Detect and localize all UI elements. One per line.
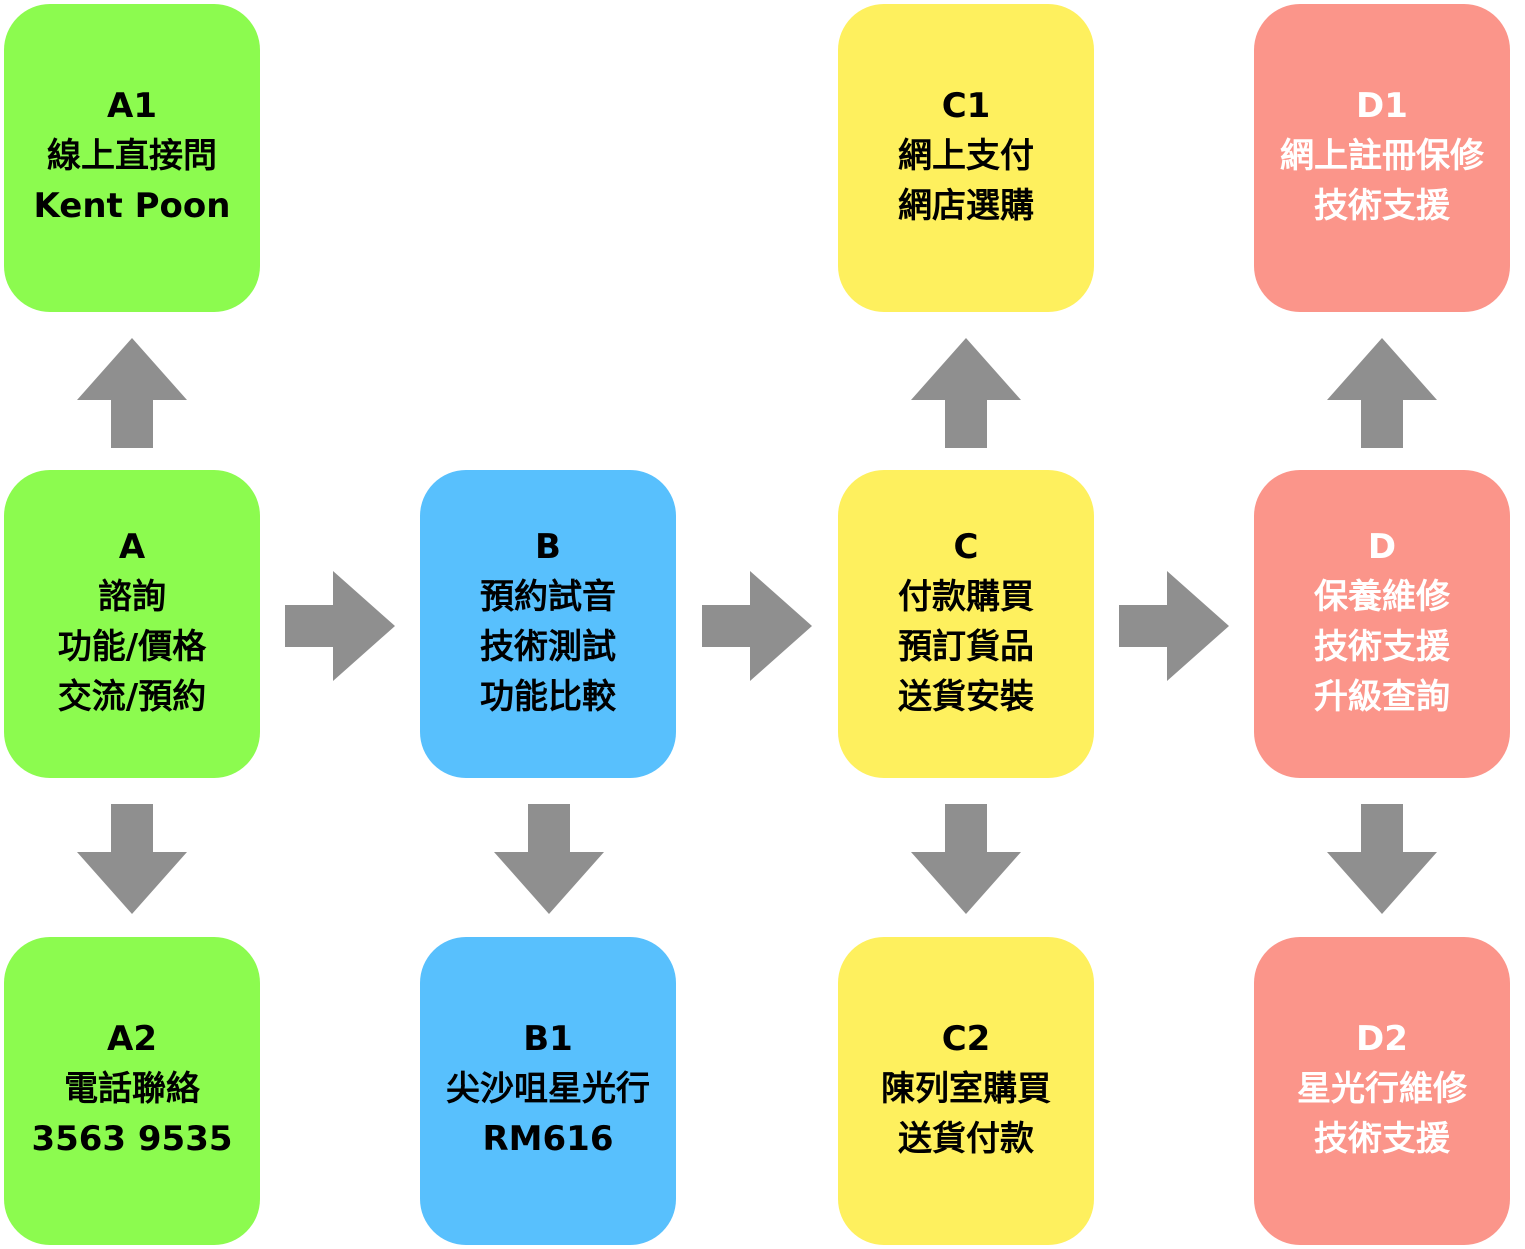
node-a-id: A [118,527,146,567]
arrow-c-c1 [911,338,1021,448]
node-a1-id: A1 [107,86,157,126]
node-d2-line-2: 技術支援 [1314,1119,1450,1159]
node-d1: D1 網上註冊保修 技術支援 [1254,4,1510,312]
node-a2: A2 電話聯絡 3563 9535 [4,937,260,1245]
node-d1-line-1: 網上註冊保修 [1280,136,1484,176]
node-a1-line-2: Kent Poon [33,186,231,226]
node-c1-line-1: 網上支付 [898,136,1034,176]
arrow-c-d [1119,571,1229,681]
node-b1-id: B1 [523,1019,573,1059]
node-b-id: B [535,527,561,567]
node-a: A 諮詢 功能/價格 交流/預約 [4,470,260,778]
node-c: C 付款購買 預訂貨品 送貨安裝 [838,470,1094,778]
node-a-line-3: 交流/預約 [57,677,207,717]
node-d: D 保養維修 技術支援 升級查詢 [1254,470,1510,778]
arrow-down-icon [77,804,187,914]
node-b-line-1: 預約試音 [480,577,616,617]
arrow-right-icon [1119,571,1229,681]
node-a2-id: A2 [107,1019,157,1059]
arrow-a-a1 [77,338,187,448]
node-c2-line-2: 送貨付款 [898,1119,1034,1159]
arrow-c-c2 [911,804,1021,914]
node-b-line-2: 技術測試 [480,627,616,667]
node-c2-line-1: 陳列室購買 [881,1069,1051,1109]
node-d1-line-2: 技術支援 [1314,186,1450,226]
node-c2-id: C2 [941,1019,991,1059]
node-a2-line-2: 3563 9535 [31,1119,233,1159]
node-b1-line-2: RM616 [482,1119,614,1159]
arrow-a-a2 [77,804,187,914]
node-c1-id: C1 [941,86,991,126]
arrow-down-icon [911,804,1021,914]
node-a-line-1: 諮詢 [98,577,166,617]
arrow-down-icon [494,804,604,914]
node-c-line-3: 送貨安裝 [898,677,1034,717]
node-d2: D2 星光行維修 技術支援 [1254,937,1510,1245]
node-d2-id: D2 [1356,1019,1408,1059]
node-a1-line-1: 線上直接問 [47,136,217,176]
node-c-line-2: 預訂貨品 [898,627,1034,667]
node-c1-line-2: 網店選購 [898,186,1034,226]
arrow-b-c [702,571,812,681]
arrow-up-icon [77,338,187,448]
arrow-down-icon [1327,804,1437,914]
node-c1: C1 網上支付 網店選購 [838,4,1094,312]
node-d2-line-1: 星光行維修 [1297,1069,1467,1109]
arrow-up-icon [911,338,1021,448]
arrow-b-b1 [494,804,604,914]
node-c-id: C [953,527,979,567]
arrow-a-b [285,571,395,681]
node-d1-id: D1 [1356,86,1408,126]
node-c2: C2 陳列室購買 送貨付款 [838,937,1094,1245]
node-d-line-3: 升級查詢 [1314,677,1450,717]
node-d-line-1: 保養維修 [1314,577,1450,617]
arrow-up-icon [1327,338,1437,448]
node-a-line-2: 功能/價格 [57,627,207,667]
arrow-right-icon [702,571,812,681]
node-b: B 預約試音 技術測試 功能比較 [420,470,676,778]
arrow-d-d1 [1327,338,1437,448]
node-c-line-1: 付款購買 [898,577,1034,617]
node-b-line-3: 功能比較 [480,677,616,717]
node-a1: A1 線上直接問 Kent Poon [4,4,260,312]
node-b1: B1 尖沙咀星光行 RM616 [420,937,676,1245]
arrow-d-d2 [1327,804,1437,914]
node-d-id: D [1367,527,1397,567]
node-a2-line-1: 電話聯絡 [64,1069,200,1109]
node-b1-line-1: 尖沙咀星光行 [446,1069,650,1109]
arrow-right-icon [285,571,395,681]
node-d-line-2: 技術支援 [1314,627,1450,667]
